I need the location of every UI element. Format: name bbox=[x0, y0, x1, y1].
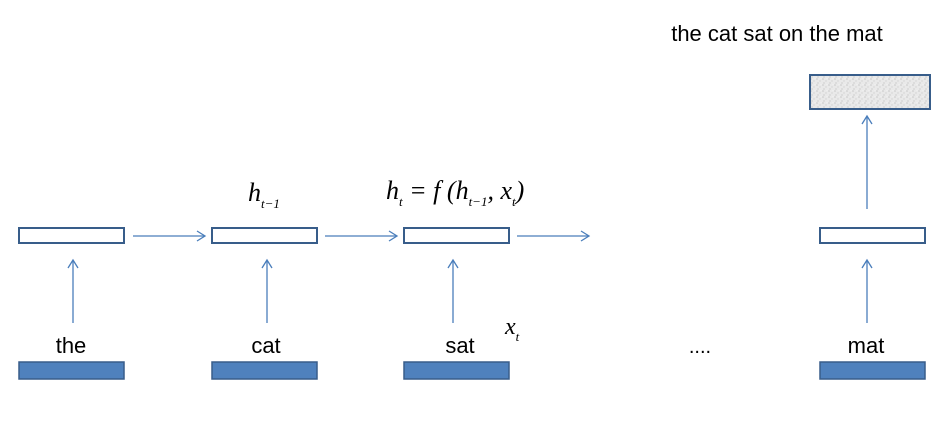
arrow-input-to-hidden-mat bbox=[861, 258, 873, 323]
ellipsis: .... bbox=[689, 336, 711, 358]
input-box-the bbox=[18, 361, 125, 380]
input-box-mat bbox=[819, 361, 926, 380]
arrow-input-to-hidden-sat bbox=[447, 258, 459, 323]
input-box-cat bbox=[211, 361, 318, 380]
arrow-input-to-hidden-cat bbox=[261, 258, 273, 323]
output-box bbox=[809, 74, 931, 110]
word-mat: mat bbox=[848, 333, 885, 358]
hidden-state-box-mat bbox=[819, 227, 926, 244]
arrow-hidden-cat-to-sat bbox=[325, 230, 399, 242]
arrow-hidden-sat-to-next bbox=[517, 230, 591, 242]
word-sat: sat bbox=[445, 333, 474, 358]
arrow-hidden-to-output bbox=[861, 114, 873, 209]
output-sentence: the cat sat on the mat bbox=[671, 21, 883, 46]
h-prev-label: ht−1 bbox=[248, 178, 280, 211]
arrow-input-to-hidden-the bbox=[67, 258, 79, 323]
hidden-state-box-sat bbox=[403, 227, 510, 244]
arrow-hidden-the-to-cat bbox=[133, 230, 207, 242]
word-cat: cat bbox=[251, 333, 280, 358]
recurrence-equation: ht = f (ht−1, xt) bbox=[386, 176, 524, 209]
word-the: the bbox=[56, 333, 87, 358]
hidden-state-box-cat bbox=[211, 227, 318, 244]
x-t-label: xt bbox=[504, 314, 520, 344]
input-box-sat bbox=[403, 361, 510, 380]
hidden-state-box-the bbox=[18, 227, 125, 244]
